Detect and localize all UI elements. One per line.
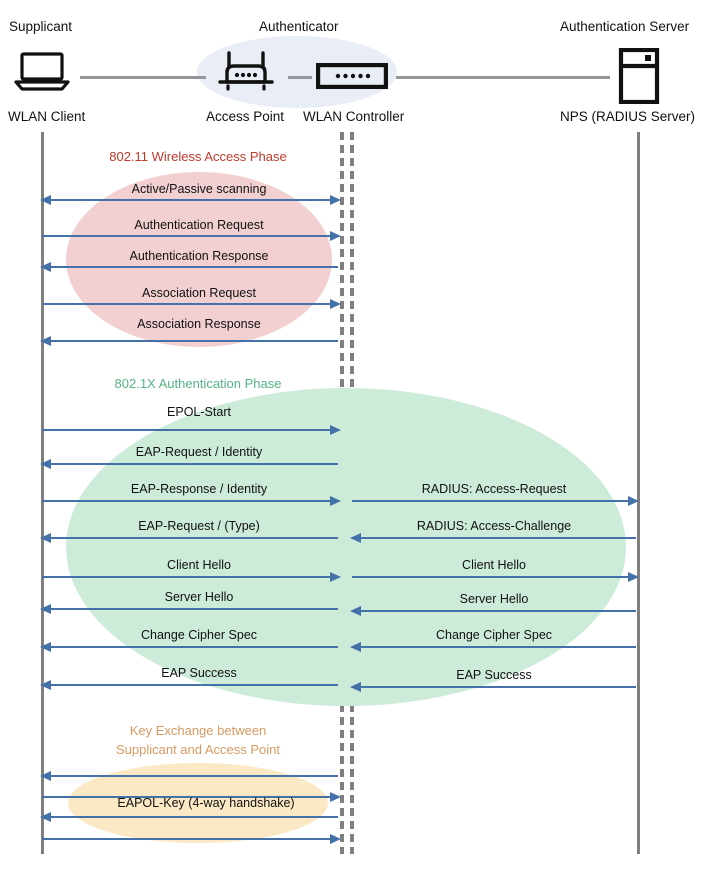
actor-name-access-point: Access Point [206,109,285,124]
arrow-head-left [40,679,51,690]
message-line [42,775,338,777]
phase-title-wireless-access: 802.11 Wireless Access Phase [109,149,287,164]
actor-name-wlan-controller: WLAN Controller [303,109,405,124]
arrow-head-left [40,458,51,469]
arrow-head-right [330,298,341,309]
arrow-head-left [40,641,51,652]
arrow-head-right [628,571,639,582]
actor-role-authenticator: Authenticator [259,19,339,34]
message-label: EAP Success [161,666,237,680]
message-line [42,340,338,342]
arrow-head-left [40,770,51,781]
message-line [42,816,338,818]
actor-name-nps-radius-server: NPS (RADIUS Server) [560,109,696,124]
actor-role-auth-server: Authentication Server [560,19,690,34]
message-line [42,303,338,305]
message-label: EAP-Response / Identity [130,482,268,496]
arrow-head-right [330,230,341,241]
message-line [42,684,338,686]
message-label: Authentication Request [134,218,264,232]
message-line [352,610,636,612]
message-line [42,796,338,798]
link-client-to-ap [80,76,206,79]
actor-role-supplicant: Supplicant [9,19,73,34]
message-line [42,608,338,610]
message-line [352,537,636,539]
message-label: Client Hello [462,558,526,572]
message-label: RADIUS: Access-Request [421,482,567,496]
message-line [352,500,636,502]
arrow-head-right [330,424,341,435]
message-line [42,199,338,201]
arrow-head-right [330,571,341,582]
arrow-head-left [40,811,51,822]
arrow-head-left [40,194,51,205]
message-label: Active/Passive scanning [131,182,267,196]
message-line [42,576,338,578]
arrow-head-left [40,532,51,543]
wireless-access-point-icon [216,50,276,92]
arrow-head-right [330,791,341,802]
phase-ellipse-dot1x-auth [66,388,626,706]
phase-title-key-exchange: Key Exchange between Supplicant and Acce… [115,723,281,757]
message-line [42,235,338,237]
actor-name-wlan-client: WLAN Client [8,109,86,124]
message-label: EAP-Request / Identity [135,445,263,459]
message-label: Association Response [137,317,261,331]
arrow-head-right [330,495,341,506]
message-label: Client Hello [167,558,231,572]
message-line [42,646,338,648]
message-line [42,537,338,539]
arrow-head-left [40,261,51,272]
message-line [42,500,338,502]
arrow-head-right [330,833,341,844]
message-label: EPOL-Start [167,405,231,419]
message-label: Association Request [142,286,256,300]
message-line [352,686,636,688]
arrow-head-left [350,641,361,652]
arrow-head-left [350,681,361,692]
phase-ellipse-wireless-access [66,172,332,347]
laptop-icon [13,52,71,92]
wlan-controller-icon [316,63,388,89]
message-label: EAPOL-Key (4-way handshake) [117,796,295,810]
message-label: Server Hello [459,592,529,606]
arrow-head-left [40,335,51,346]
arrow-head-right [330,194,341,205]
message-label: Change Cipher Spec [140,628,258,642]
arrow-head-left [350,605,361,616]
lifeline-auth-server [637,132,640,854]
message-label: EAP Success [456,668,532,682]
phase-title-dot1x-auth: 802.1X Authentication Phase [114,376,282,391]
message-line [42,266,338,268]
message-label: Server Hello [164,590,234,604]
message-label: Authentication Response [129,249,269,263]
arrow-head-left [40,603,51,614]
message-line [42,463,338,465]
authenticator-grouping-ellipse [197,36,397,108]
link-controller-to-nps [396,76,610,79]
lifeline-supplicant [41,132,44,854]
message-label: RADIUS: Access-Challenge [416,519,572,533]
message-line [352,646,636,648]
message-line [352,576,636,578]
arrow-head-left [350,532,361,543]
message-line [42,429,338,431]
link-ap-to-controller [288,76,312,79]
message-label: Change Cipher Spec [435,628,553,642]
arrow-head-right [628,495,639,506]
server-rack-icon [618,48,660,104]
message-label: EAP-Request / (Type) [138,519,260,533]
message-line [42,838,338,840]
